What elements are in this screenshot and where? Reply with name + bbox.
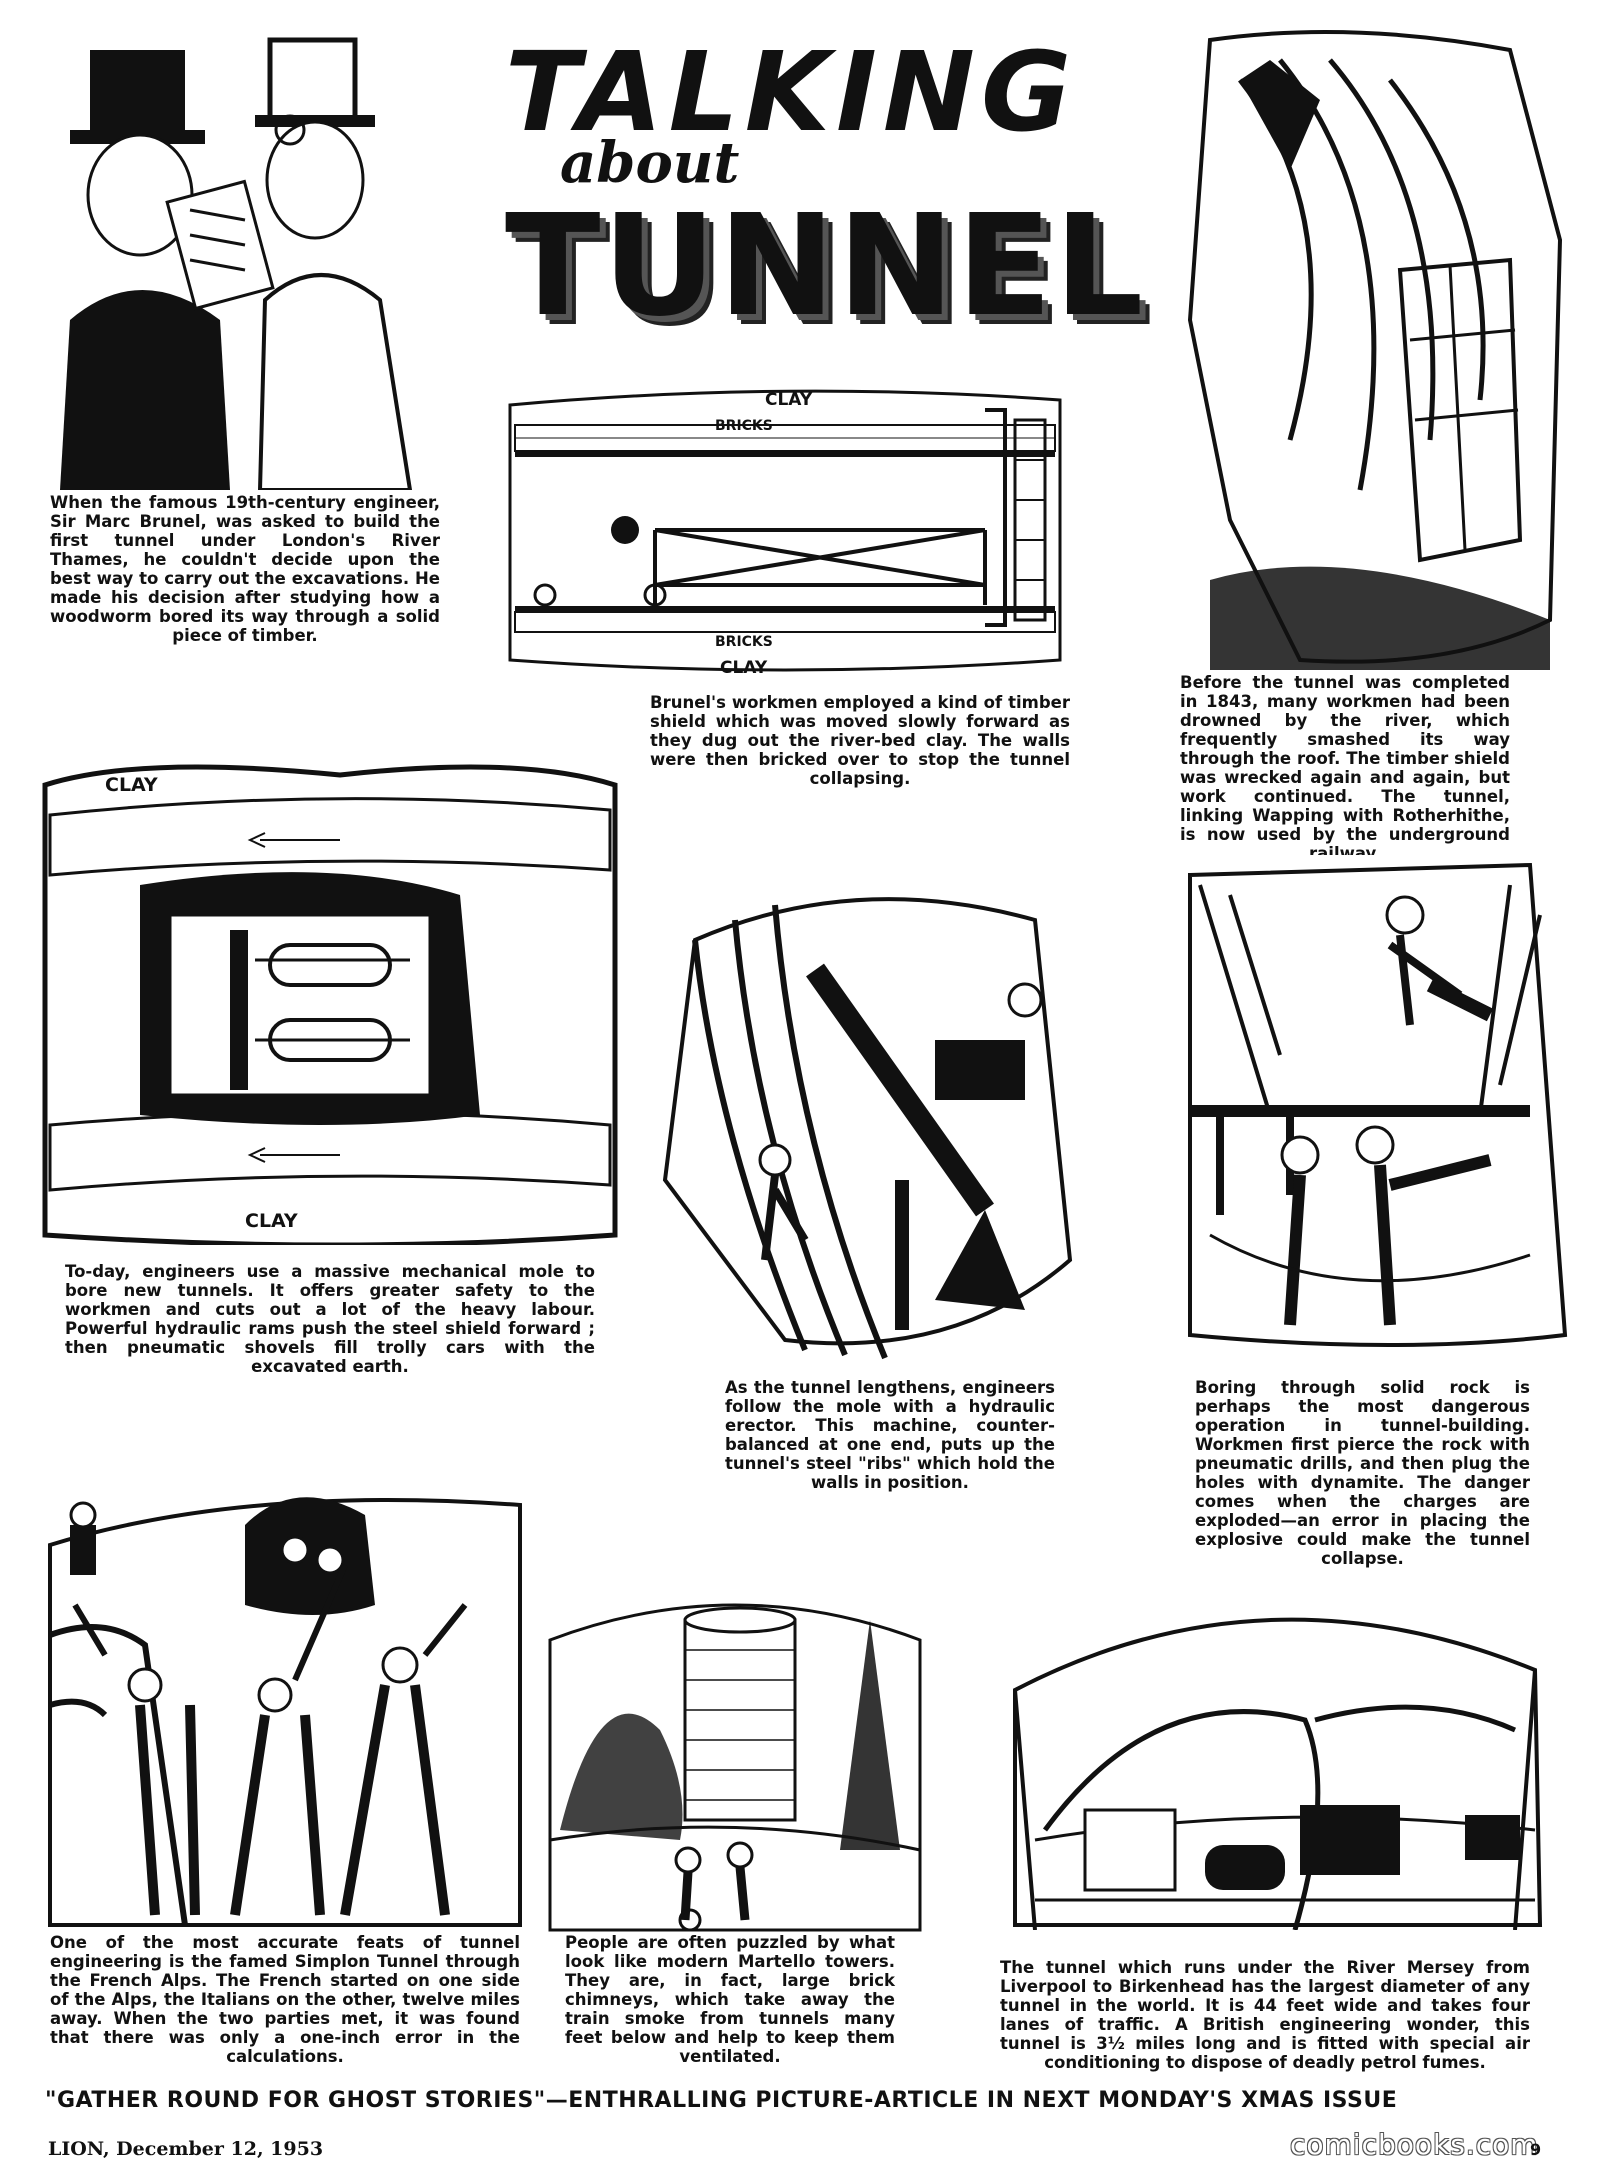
- flood-caption: Before the tunnel was completed in 1843,…: [1180, 673, 1510, 863]
- brunel-caption: When the famous 19th-century engineer, S…: [50, 493, 440, 645]
- shield-label-clay-bottom: CLAY: [720, 658, 768, 678]
- title-talking: TALKING: [505, 28, 1078, 156]
- simplon-caption: One of the most accurate feats of tunnel…: [50, 1933, 520, 2066]
- issue-date: LION, December 12, 1953: [48, 2138, 324, 2160]
- erector-caption: As the tunnel lengthens, engineers follo…: [725, 1378, 1055, 1492]
- mole-illustration: [40, 755, 620, 1245]
- rock-caption: Boring through solid rock is perhaps the…: [1195, 1378, 1530, 1568]
- mole-caption: To-day, engineers use a massive mechanic…: [65, 1262, 595, 1376]
- page-number: 9: [1530, 2140, 1542, 2159]
- towers-illustration: [540, 1580, 930, 1935]
- mole-label-clay-bottom: CLAY: [245, 1210, 298, 1232]
- watermark: comicbooks.com: [1290, 2128, 1539, 2161]
- flood-illustration: [1150, 20, 1570, 675]
- next-issue-announcement: "GATHER ROUND FOR GHOST STORIES"—ENTHRAL…: [45, 2088, 1398, 2113]
- mersey-illustration: [975, 1570, 1555, 1930]
- simplon-illustration: [45, 1455, 525, 1930]
- rock-illustration: [1150, 855, 1570, 1355]
- shield-caption: Brunel's workmen employed a kind of timb…: [650, 693, 1070, 788]
- brunel-illustration: [30, 20, 450, 490]
- shield-label-bricks-top: BRICKS: [715, 418, 773, 434]
- towers-caption: People are often puzzled by what look li…: [565, 1933, 895, 2066]
- shield-label-bricks-bottom: BRICKS: [715, 634, 773, 650]
- mersey-caption: The tunnel which runs under the River Me…: [1000, 1958, 1530, 2072]
- shield-illustration: [505, 380, 1065, 680]
- shield-label-clay-top: CLAY: [765, 390, 813, 410]
- title-about: about: [560, 130, 740, 196]
- mole-label-clay-top: CLAY: [105, 774, 158, 796]
- erector-illustration: [655, 880, 1075, 1360]
